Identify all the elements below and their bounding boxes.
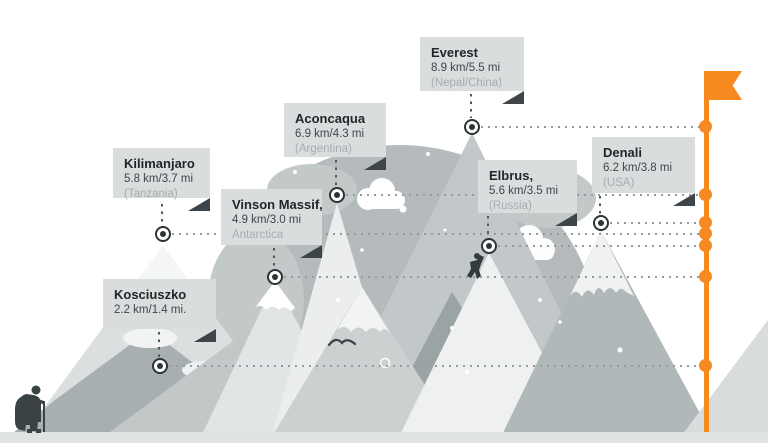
- snow-cap: [570, 231, 634, 297]
- pole-dot-everest: [699, 120, 712, 133]
- altitude-line-kilimanjaro: [172, 233, 702, 235]
- bird-icon: [327, 338, 357, 347]
- mountain-name: Elbrus,: [489, 168, 534, 183]
- pole-dot-kilimanjaro: [699, 227, 712, 240]
- mountain-region: (Nepal/China): [431, 77, 502, 90]
- mountain-name: Aconcaqua: [295, 111, 366, 126]
- pole-dot-vinson: [699, 270, 712, 283]
- altitude-line-vinson: [284, 276, 702, 278]
- label-everest: Everest 8.9 km/5.5 mi (Nepal/China): [420, 37, 524, 104]
- mountain-region: (USA): [603, 177, 635, 190]
- pole-dot-denali: [699, 216, 712, 229]
- altitude-line-elbrus: [498, 245, 702, 247]
- mountain-height: 8.9 km/5.5 mi: [431, 62, 501, 75]
- mountain-name: Kosciuszko: [114, 287, 187, 302]
- cloud-icon: [357, 178, 407, 213]
- mountain-name: Kilimanjaro: [124, 156, 195, 171]
- peak-marker-icon-everest: [464, 119, 480, 135]
- leader-line-aconcagua: [335, 160, 337, 186]
- leader-line-elbrus: [487, 216, 489, 237]
- mountain-height: 4.9 km/3.0 mi: [232, 214, 302, 227]
- altitude-line-denali: [610, 222, 702, 224]
- mountain-region: Antarctica: [232, 229, 284, 242]
- peak-marker-icon-vinson: [267, 269, 283, 285]
- mountain-name: Denali: [603, 145, 643, 160]
- mountain-height: 6.9 km/4.3 mi: [295, 128, 365, 141]
- mountain-region: (Russia): [489, 200, 532, 213]
- ground: [0, 432, 768, 443]
- mountain-height: 5.6 km/3.5 mi: [489, 185, 559, 198]
- peak-marker-icon-aconcagua: [329, 187, 345, 203]
- mountain-height: 2.2 km/1.4 mi.: [114, 304, 187, 317]
- snow-ring: [379, 357, 391, 369]
- mountain-region: (Argentina): [295, 143, 352, 156]
- altitude-line-everest: [481, 126, 702, 128]
- peak-marker-icon-denali: [593, 215, 609, 231]
- snow-cap: [255, 281, 295, 311]
- peak-marker-icon-kilimanjaro: [155, 226, 171, 242]
- altitude-line-kosciuszko: [169, 365, 702, 367]
- mountain-name: Everest: [431, 45, 478, 60]
- snow-dots: [293, 152, 650, 374]
- mountain-height: 5.8 km/3.7 mi: [124, 173, 194, 186]
- leader-line-kosciuszko: [158, 332, 160, 357]
- climber-figure: [467, 253, 484, 279]
- mountain-name: Vinson Massif,: [232, 197, 323, 212]
- pole-dot-kosciuszko: [699, 359, 712, 372]
- mountain-height: 6.2 km/3.8 mi: [603, 162, 673, 175]
- denali-mountain: [498, 231, 716, 443]
- snow-patch: [123, 328, 177, 348]
- pole-dot-aconcagua: [699, 188, 712, 201]
- leader-line-vinson: [273, 248, 275, 268]
- hiker-figure: [15, 385, 45, 433]
- label-vinson-massif: Vinson Massif, 4.9 km/3.0 mi Antarctica: [221, 189, 323, 258]
- label-kosciuszko: Kosciuszko 2.2 km/1.4 mi.: [103, 279, 216, 342]
- right-slope: [676, 320, 768, 443]
- label-kilimanjaro: Kilimanjaro 5.8 km/3.7 mi (Tanzania): [113, 148, 210, 211]
- peak-marker-icon-kosciuszko: [152, 358, 168, 374]
- peak-marker-icon-elbrus: [481, 238, 497, 254]
- leader-line-kilimanjaro: [161, 204, 163, 225]
- leader-line-everest: [470, 94, 472, 118]
- label-aconcagua: Aconcaqua 6.9 km/4.3 mi (Argentina): [284, 103, 386, 170]
- mountain-region: (Tanzania): [124, 188, 178, 201]
- leader-line-denali: [599, 196, 601, 214]
- label-denali: Denali 6.2 km/3.8 mi (USA): [592, 137, 695, 206]
- label-elbrus: Elbrus, 5.6 km/3.5 mi (Russia): [478, 160, 577, 226]
- pole-dot-elbrus: [699, 239, 712, 252]
- snow-cap: [337, 287, 389, 334]
